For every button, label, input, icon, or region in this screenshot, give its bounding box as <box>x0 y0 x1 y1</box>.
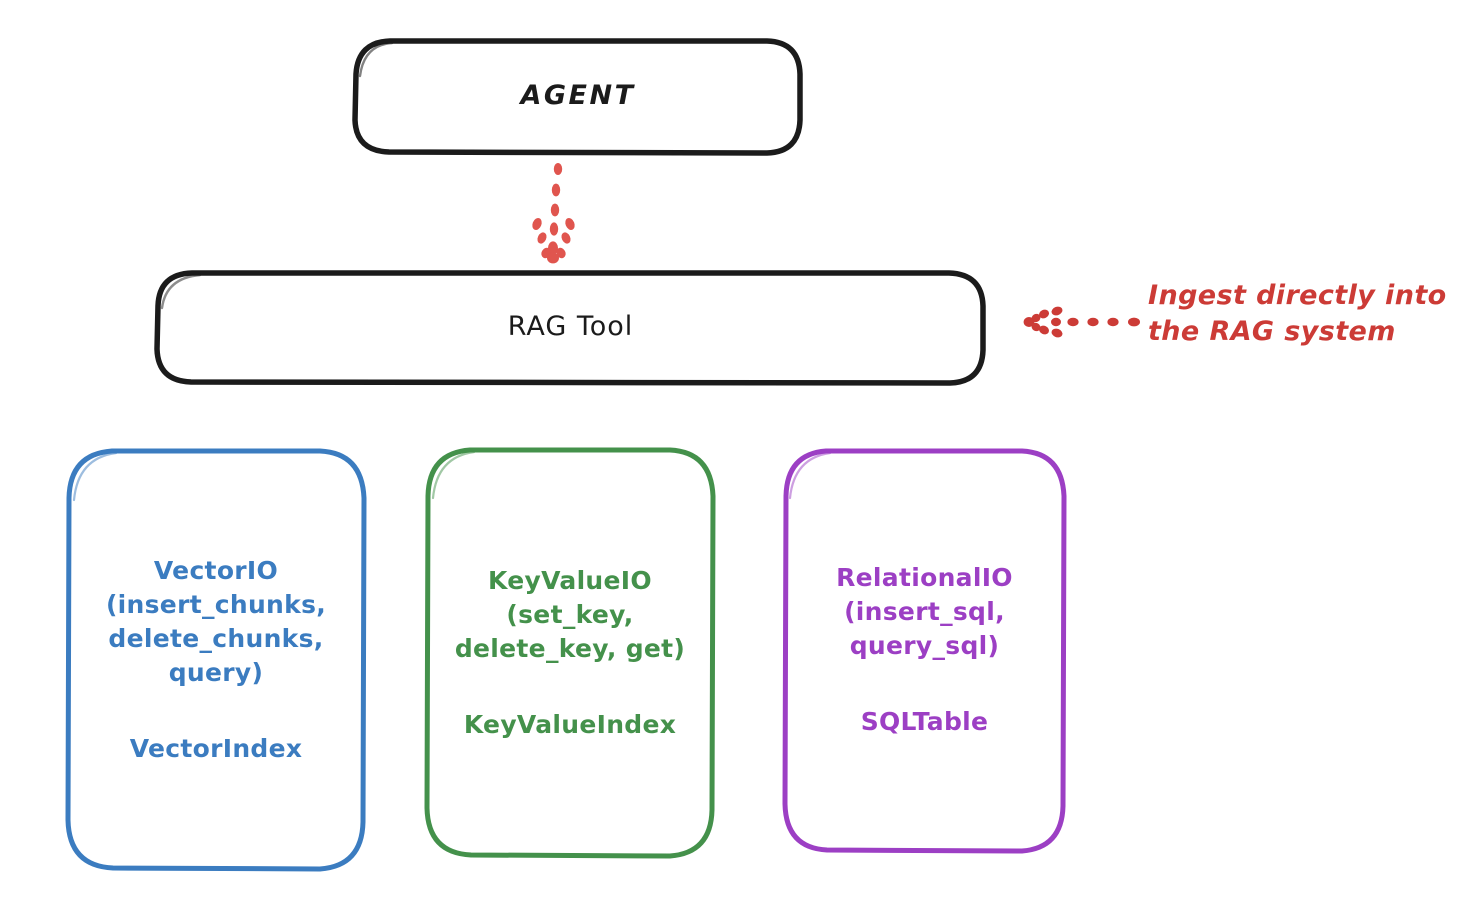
vector-index-entity: VectorIndex <box>129 733 303 763</box>
agent-node-label: AGENT <box>520 80 636 112</box>
vector-io-node[interactable]: VectorIO (insert_chunks, delete_chunks, … <box>68 450 364 869</box>
rag-tool-node[interactable]: RAG Tool <box>157 272 984 383</box>
keyvalue-index-entity: KeyValueIndex <box>463 710 677 740</box>
keyvalue-io-node[interactable]: KeyValueIO (set_key, delete_key, get) Ke… <box>427 450 713 856</box>
keyvalue-io-title: KeyValueIO (set_key, delete_key, get) <box>454 566 686 664</box>
annotation-to-ragtool-arrow <box>1023 306 1140 338</box>
sql-table-entity: SQLTable <box>860 707 989 737</box>
agent-to-ragtool-arrow <box>532 163 575 264</box>
vector-io-title: VectorIO (insert_chunks, delete_chunks, … <box>105 555 327 687</box>
agent-box-outline <box>352 38 803 156</box>
vector-box-outline <box>65 448 367 872</box>
relational-io-title: RelationalIO (insert_sql, query_sql) <box>836 563 1013 661</box>
rag-tool-node-label: RAG Tool <box>507 311 634 343</box>
relational-box-outline <box>782 448 1067 854</box>
ingest-annotation-text: Ingest directly into the RAG system <box>1148 280 1447 347</box>
ragtool-box-outline <box>154 270 986 386</box>
relational-io-node[interactable]: RelationalIO (insert_sql, query_sql) SQL… <box>785 450 1064 850</box>
keyvalue-box-outline <box>424 447 716 859</box>
agent-node[interactable]: AGENT <box>355 40 801 153</box>
